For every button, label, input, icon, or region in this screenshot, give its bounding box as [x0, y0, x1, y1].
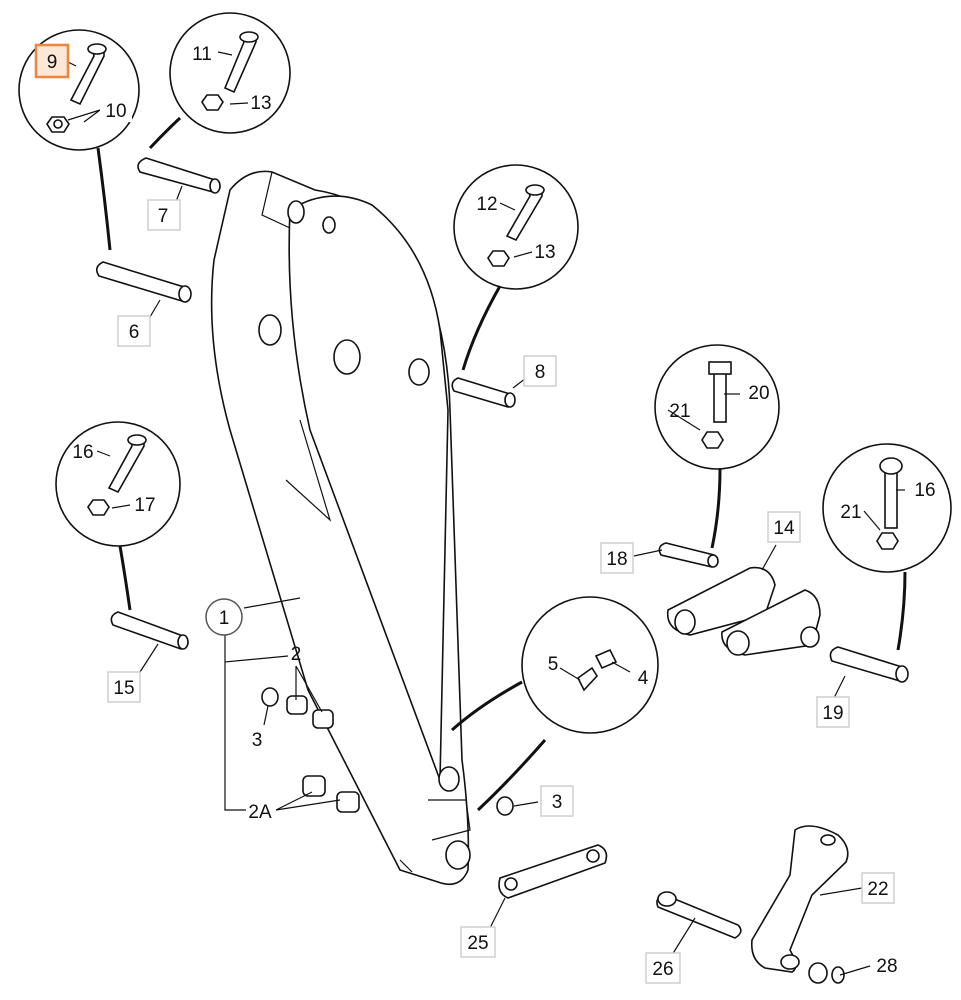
callout-21-right[interactable]: 21 [840, 502, 861, 523]
callout-5[interactable]: 5 [548, 654, 559, 675]
bushes [261, 687, 514, 816]
pin-6 [95, 261, 192, 303]
callout-6[interactable]: 6 [117, 315, 151, 347]
svg-text:20: 20 [748, 383, 769, 404]
callout-4[interactable]: 4 [638, 668, 649, 689]
pin-7 [137, 157, 221, 194]
callout-17[interactable]: 17 [134, 495, 155, 516]
callout-18[interactable]: 18 [600, 542, 634, 574]
svg-text:11: 11 [192, 44, 212, 65]
callout-9[interactable]: 9 [34, 43, 70, 79]
svg-text:18: 18 [606, 549, 627, 570]
svg-text:1: 1 [219, 608, 230, 629]
pin-8 [451, 377, 516, 408]
svg-text:13: 13 [250, 93, 271, 114]
svg-text:6: 6 [129, 322, 140, 343]
link-14 [666, 566, 821, 656]
svg-text:5: 5 [548, 654, 559, 675]
callout-22[interactable]: 22 [861, 872, 895, 904]
link-25 [498, 844, 608, 899]
svg-text:28: 28 [876, 956, 897, 977]
svg-text:2A: 2A [248, 802, 272, 823]
detail-circle-16-21 [822, 443, 952, 651]
svg-text:26: 26 [652, 959, 673, 980]
svg-text:2: 2 [291, 644, 302, 665]
callout-26[interactable]: 26 [645, 952, 681, 984]
callout-10[interactable]: 10 [100, 96, 132, 122]
svg-text:13: 13 [534, 242, 555, 263]
pin-26 [656, 891, 742, 939]
detail-circle-20-21 [654, 344, 780, 549]
svg-text:7: 7 [158, 206, 169, 227]
svg-text:19: 19 [822, 703, 843, 724]
pin-18 [658, 542, 719, 568]
svg-text:15: 15 [113, 678, 134, 699]
detail-circle-12-13 [453, 164, 579, 371]
svg-text:8: 8 [535, 362, 546, 383]
callout-20[interactable]: 20 [748, 383, 769, 404]
callout-21-left[interactable]: 21 [669, 401, 690, 422]
svg-text:4: 4 [638, 668, 649, 689]
pin-19 [829, 646, 909, 683]
callout-28[interactable]: 28 [876, 956, 897, 977]
leader-lines [67, 51, 905, 976]
callout-14[interactable]: 14 [767, 511, 801, 543]
svg-text:14: 14 [773, 518, 795, 539]
callout-13-top[interactable]: 13 [250, 93, 271, 114]
svg-text:3: 3 [252, 730, 263, 751]
callout-labels: 9 10 11 13 7 6 12 13 8 16 [34, 43, 936, 984]
callout-16-left[interactable]: 16 [72, 442, 93, 463]
callout-25[interactable]: 25 [460, 926, 496, 958]
callout-1[interactable]: 1 [205, 598, 243, 636]
callout-13-mid[interactable]: 13 [534, 242, 555, 263]
svg-text:17: 17 [134, 495, 155, 516]
callout-12[interactable]: 12 [476, 194, 497, 215]
detail-circle-16-17 [55, 421, 181, 611]
svg-text:21: 21 [669, 401, 690, 422]
callout-3-right[interactable]: 3 [540, 785, 574, 817]
svg-text:10: 10 [105, 101, 126, 122]
svg-text:21: 21 [840, 502, 861, 523]
detail-circle-11-13 [148, 12, 291, 150]
washers-28 [808, 962, 845, 984]
svg-text:16: 16 [72, 442, 93, 463]
svg-text:22: 22 [867, 879, 888, 900]
callout-15[interactable]: 15 [107, 671, 141, 703]
svg-text:25: 25 [467, 933, 488, 954]
svg-text:3: 3 [552, 792, 563, 813]
detail-circle-4-5 [451, 596, 659, 812]
link-22 [750, 825, 849, 973]
callout-2a[interactable]: 2A [248, 802, 272, 823]
callout-11[interactable]: 11 [192, 44, 212, 65]
callout-3-left[interactable]: 3 [252, 730, 263, 751]
svg-text:12: 12 [476, 194, 497, 215]
pin-15 [110, 611, 189, 650]
dipper-arm [210, 170, 471, 886]
callout-19[interactable]: 19 [816, 696, 850, 728]
svg-text:16: 16 [914, 480, 935, 501]
callout-2[interactable]: 2 [291, 644, 302, 665]
callout-16-right[interactable]: 16 [914, 480, 935, 501]
svg-text:9: 9 [47, 52, 58, 73]
callout-7[interactable]: 7 [147, 199, 181, 231]
callout-8[interactable]: 8 [523, 355, 557, 387]
